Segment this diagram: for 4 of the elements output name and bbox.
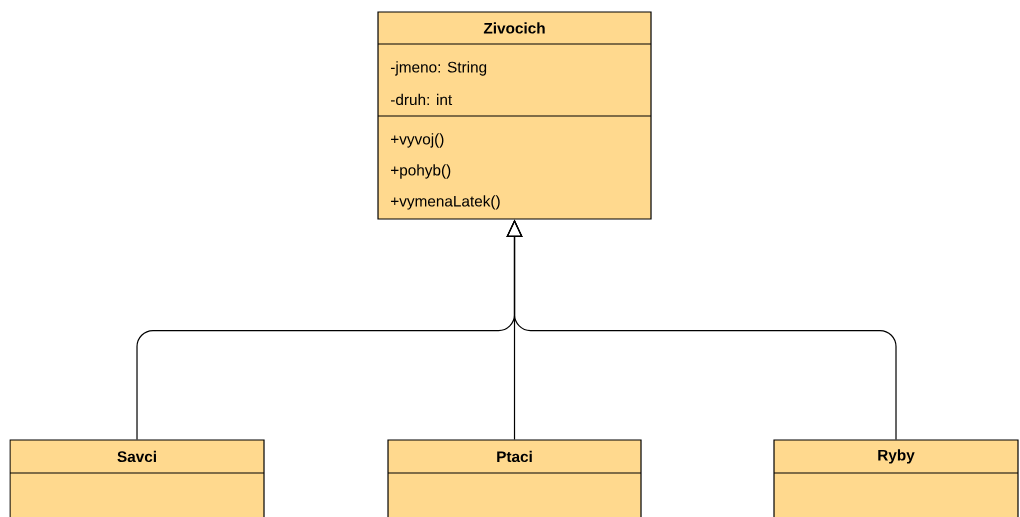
class-box: Savci xyxy=(9,439,265,517)
class-box: Ryby xyxy=(773,439,1019,517)
class-box: Ptaci xyxy=(387,439,642,517)
class-box: Zivocich -jmeno: String -druh: int +vyvoj() +pohyb() +vymenaLatek() xyxy=(377,11,652,220)
